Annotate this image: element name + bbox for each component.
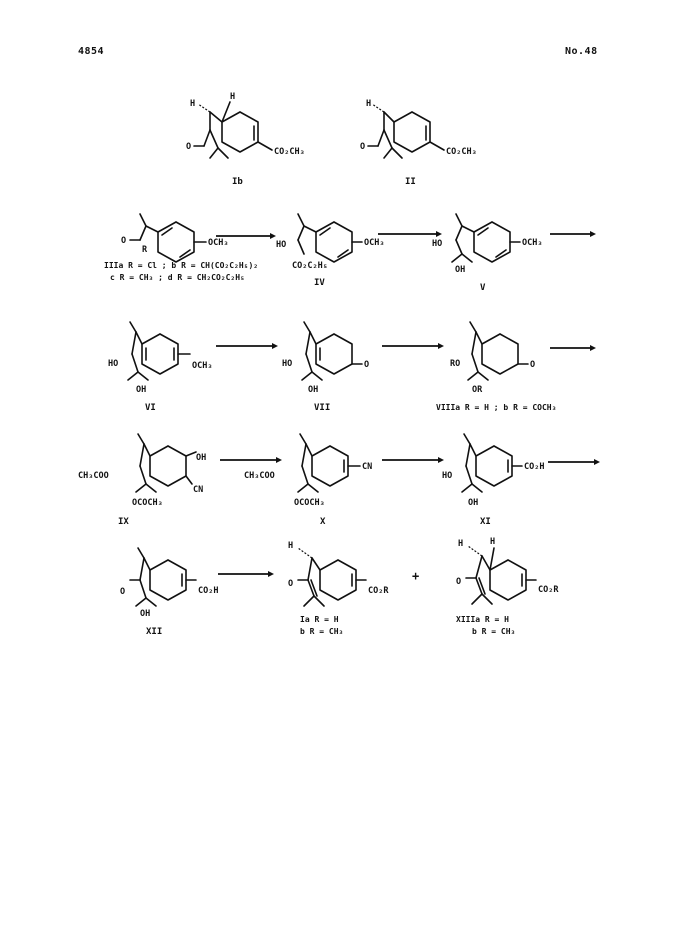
hydroxyl-label: HO bbox=[432, 239, 442, 249]
svg-text:O: O bbox=[360, 142, 365, 152]
hydroxyl-label: HO bbox=[276, 240, 286, 250]
compound-label-line2: b R = CH₃ bbox=[472, 627, 515, 636]
hydroxyl-label: HO bbox=[282, 359, 292, 369]
page-number: 4854 bbox=[78, 46, 105, 57]
carbonyl-o: O bbox=[186, 142, 191, 152]
ester-label: CO₂CH₃ bbox=[446, 147, 477, 157]
hydroxyl-label: HO bbox=[442, 471, 452, 481]
compound-label: VIIIa R = H ; b R = COCH₃ bbox=[436, 403, 556, 412]
compound-Ia: CO₂R H O Ia R = H b R = CH₃ bbox=[288, 541, 389, 636]
compound-Ib: CO₂CH₃ H H O Ib bbox=[186, 92, 305, 187]
acid-label: CO₂H bbox=[198, 586, 218, 596]
carbonyl-o: O bbox=[456, 577, 461, 587]
nitrile-label: CN bbox=[362, 462, 372, 472]
compound-label: VII bbox=[314, 403, 330, 413]
compound-V: OCH₃ HO OH V bbox=[432, 213, 542, 293]
methoxy-label: OCH₃ bbox=[192, 361, 212, 371]
compound-XII: CO₂H O OH XII bbox=[120, 547, 218, 637]
compound-II: CO₂CH₃ H O II bbox=[360, 99, 477, 187]
acetate-label: OCOCH₃ bbox=[294, 498, 325, 508]
compound-label-line2: b R = CH₃ bbox=[300, 627, 343, 636]
hydroxyl-label: OH bbox=[455, 265, 465, 275]
hydrogen-label: H bbox=[190, 99, 195, 109]
compound-label: IX bbox=[118, 517, 129, 527]
compound-IX: OH CN CH₃COO OCOCH₃ IX bbox=[78, 433, 206, 527]
or-group: OR bbox=[472, 385, 483, 395]
plus-sign: + bbox=[412, 569, 419, 583]
compound-label: Ib bbox=[232, 177, 243, 187]
hydrogen-label: H bbox=[490, 537, 495, 547]
carbonyl-o: O bbox=[288, 579, 293, 589]
acetate-label: OCOCH₃ bbox=[132, 498, 163, 508]
compound-III: OCH₃ O R IIIa R = Cl ; b R = CH(CO₂C₂H₅)… bbox=[104, 213, 258, 282]
carbonyl-o: O bbox=[530, 360, 535, 370]
ester-label: CO₂CH₃ bbox=[274, 147, 305, 157]
methoxy-label: OCH₃ bbox=[364, 238, 384, 248]
compound-label: IV bbox=[314, 278, 325, 288]
compound-X: CN CH₃COO OCOCH₃ X bbox=[244, 433, 372, 527]
compound-label: V bbox=[480, 283, 486, 293]
compound-label: VI bbox=[145, 403, 156, 413]
ro-group: RO bbox=[450, 359, 460, 369]
hydrogen-label: H bbox=[458, 539, 463, 549]
compound-VII: O HO OH VII bbox=[282, 321, 369, 413]
compound-label: X bbox=[320, 517, 326, 527]
hydroxyl-label: OH bbox=[308, 385, 318, 395]
r-group: R bbox=[142, 245, 148, 255]
compound-label: XIIIa R = H bbox=[456, 615, 509, 624]
carbonyl-o: O bbox=[121, 236, 126, 246]
journal-issue: No.48 bbox=[565, 46, 598, 57]
carbonyl-o: O bbox=[120, 587, 125, 597]
compound-VI: OCH₃ HO OH VI bbox=[108, 321, 212, 413]
acid-label: CO₂H bbox=[524, 462, 544, 472]
nitrile-label: CN bbox=[193, 485, 203, 495]
compound-label: XI bbox=[480, 517, 491, 527]
methoxy-label: OCH₃ bbox=[208, 238, 228, 248]
compound-label: IIIa R = Cl ; b R = CH(CO₂C₂H₅)₂ bbox=[104, 261, 258, 270]
carbonyl-o: O bbox=[364, 360, 369, 370]
hydrogen-label: H bbox=[366, 99, 371, 109]
ester-label: CO₂C₂H₅ bbox=[292, 261, 328, 271]
compound-VIII: O RO OR VIIIa R = H ; b R = COCH₃ bbox=[436, 321, 556, 412]
ester-label: CO₂R bbox=[538, 585, 559, 595]
hydroxyl-label: HO bbox=[108, 359, 118, 369]
compound-label: XII bbox=[146, 627, 162, 637]
hydroxyl-label: OH bbox=[468, 498, 478, 508]
compound-XI: CO₂H HO OH XI bbox=[442, 433, 544, 527]
acetate-label: CH₃COO bbox=[244, 471, 275, 481]
acetate-label: CH₃COO bbox=[78, 471, 109, 481]
ester-label: CO₂R bbox=[368, 586, 389, 596]
compound-label: II bbox=[405, 177, 416, 187]
hydroxyl-label: OH bbox=[140, 609, 150, 619]
hydroxyl-label: OH bbox=[196, 453, 206, 463]
compound-IV: OCH₃ HO CO₂C₂H₅ IV bbox=[276, 213, 384, 288]
hydrogen-label: H bbox=[288, 541, 293, 551]
compound-XIII: CO₂R H H O XIIIa R = H b R = CH₃ bbox=[456, 537, 559, 636]
methoxy-label: OCH₃ bbox=[522, 238, 542, 248]
hydrogen-label: H bbox=[230, 92, 235, 102]
compound-label: Ia R = H bbox=[300, 615, 339, 624]
compound-label-line2: c R = CH₃ ; d R = CH₂CO₂C₂H₅ bbox=[110, 273, 245, 282]
hydroxyl-label: OH bbox=[136, 385, 146, 395]
